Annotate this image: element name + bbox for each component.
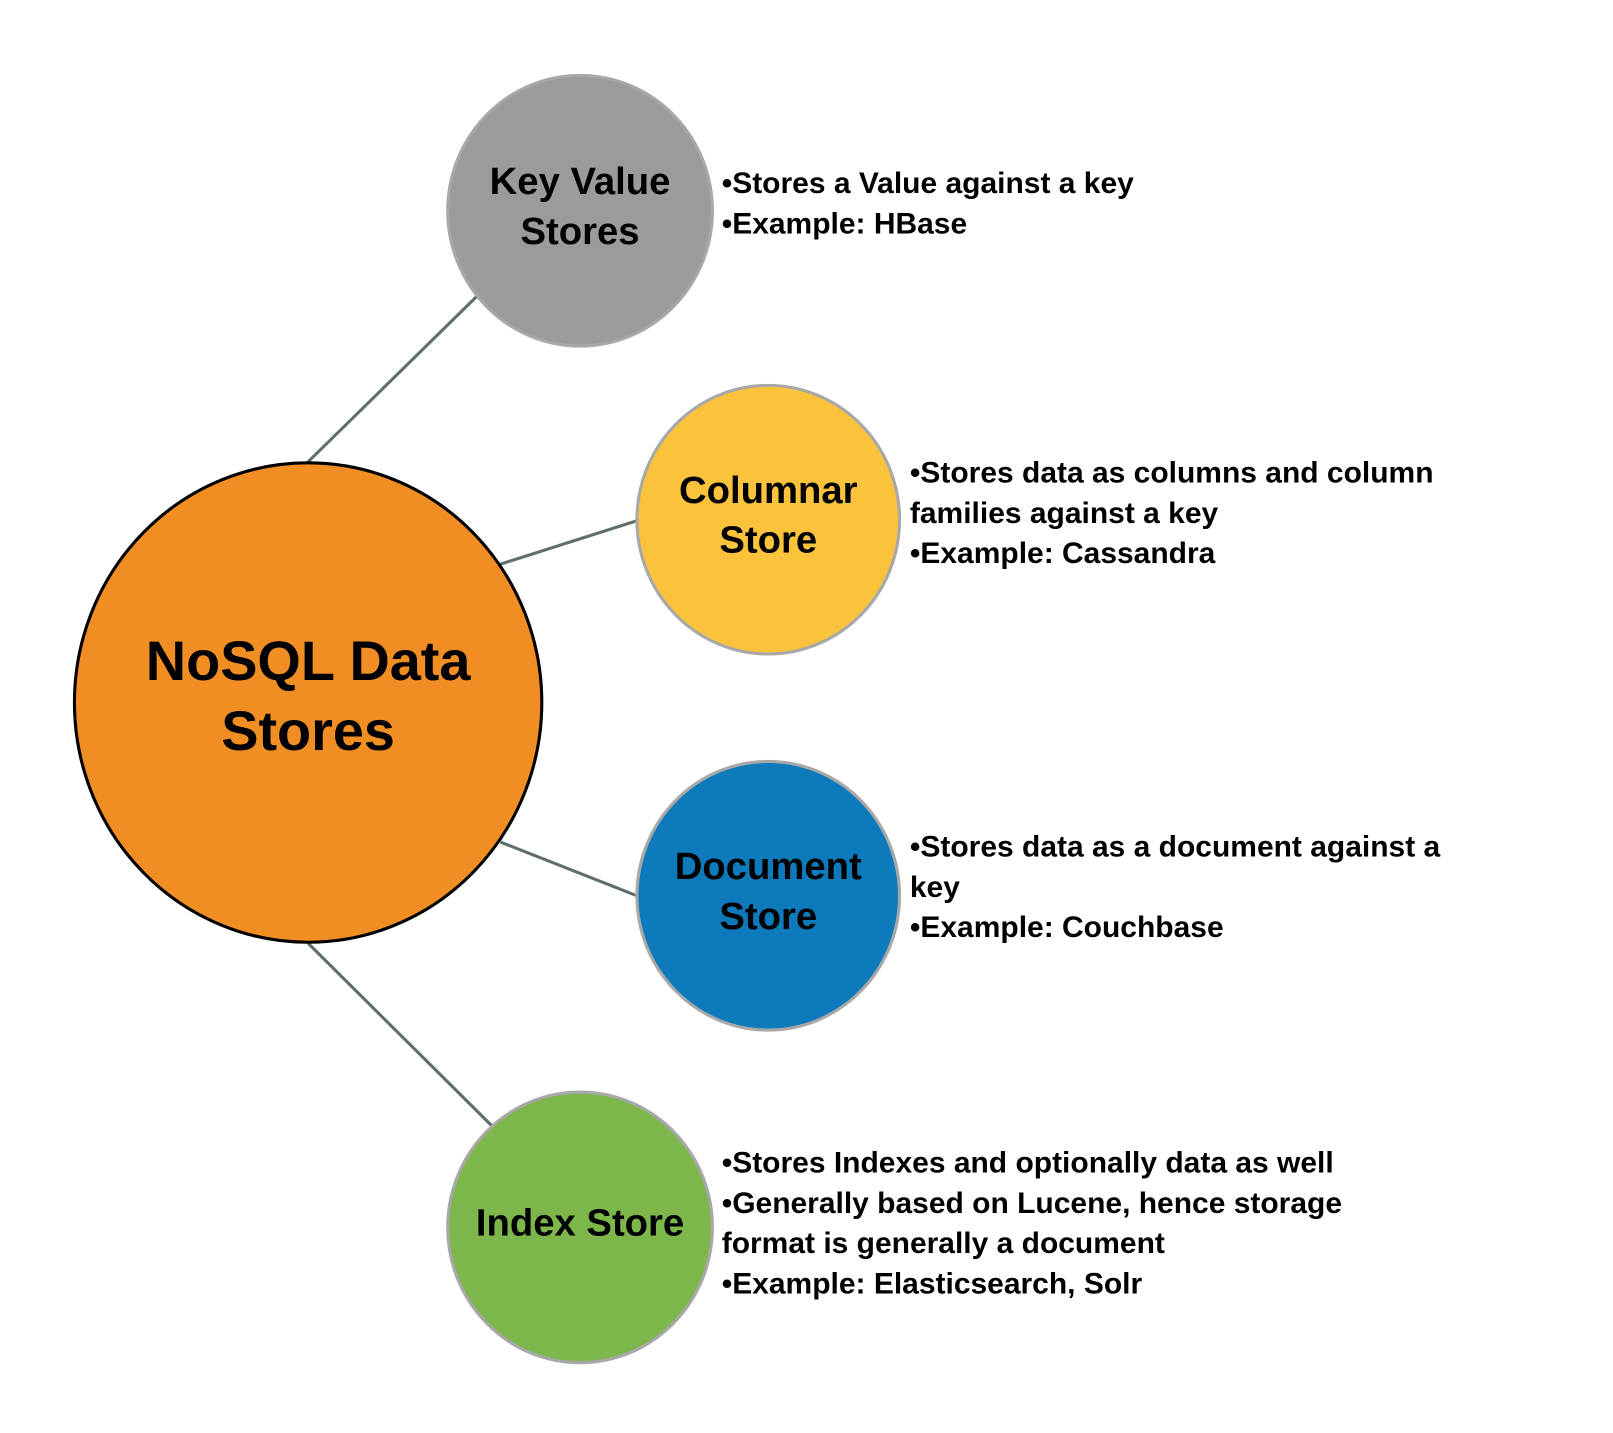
node-label: Document xyxy=(675,845,862,888)
connector-columnar xyxy=(499,519,638,566)
node-label: Key Value xyxy=(490,160,671,203)
node-label: Stores xyxy=(521,210,640,253)
connectors xyxy=(307,295,638,1128)
node-desc: •Generally based on Lucene, hence storag… xyxy=(722,1187,1342,1220)
node-label: Store xyxy=(719,895,817,938)
node-desc: •Example: HBase xyxy=(722,208,967,241)
node-index: Index Store •Stores Indexes and optional… xyxy=(446,1090,1342,1365)
node-desc: •Stores Indexes and optionally data as w… xyxy=(722,1147,1334,1180)
node-label: Columnar xyxy=(679,469,858,512)
connector-document xyxy=(499,840,638,898)
node-desc: families against a key xyxy=(910,497,1219,530)
center-node xyxy=(72,461,544,944)
node-key-value: Key Value Stores •Stores a Value against… xyxy=(446,73,1134,348)
node-desc: •Example: Elasticsearch, Solr xyxy=(722,1268,1143,1301)
node-label: Store xyxy=(719,519,817,562)
node-desc: •Stores data as columns and column xyxy=(910,456,1434,489)
node-desc: •Example: Couchbase xyxy=(910,911,1224,944)
key-value-circle xyxy=(446,73,714,348)
columnar-circle xyxy=(635,383,902,656)
node-columnar: Columnar Store •Stores data as columns a… xyxy=(635,383,1434,656)
node-desc: •Stores a Value against a key xyxy=(722,167,1134,200)
connector-key-value xyxy=(307,295,478,463)
node-label: Index Store xyxy=(476,1202,684,1245)
node-desc: •Example: Cassandra xyxy=(910,537,1216,570)
center-title-line2: Stores xyxy=(221,699,395,762)
node-desc: key xyxy=(910,871,960,904)
node-desc: format is generally a document xyxy=(722,1227,1165,1260)
document-circle xyxy=(635,759,902,1032)
center-title-line1: NoSQL Data xyxy=(146,629,472,692)
connector-index xyxy=(307,942,494,1128)
node-document: Document Store •Stores data as a documen… xyxy=(635,759,1441,1032)
node-desc: •Stores data as a document against a xyxy=(910,831,1441,864)
index-circle xyxy=(446,1090,714,1365)
